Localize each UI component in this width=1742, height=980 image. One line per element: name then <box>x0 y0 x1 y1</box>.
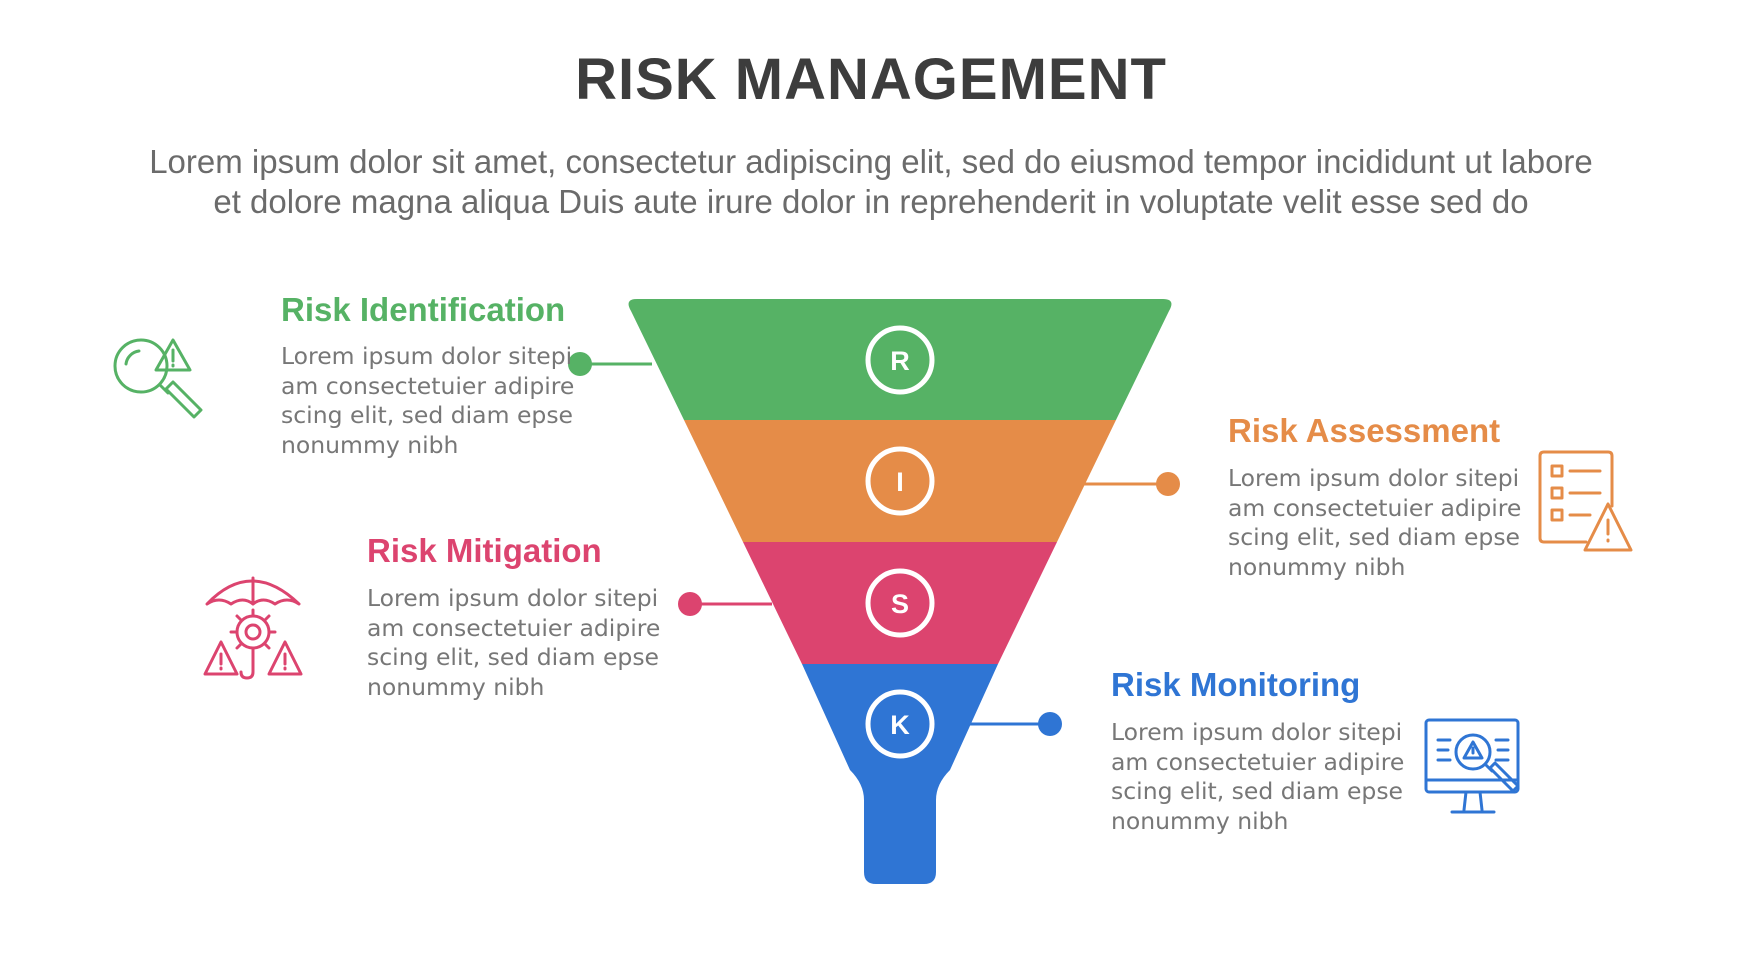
body-line: scing elit, sed diam epse <box>281 401 574 429</box>
body-line: am consectetuier adipire <box>367 613 661 642</box>
connector-r <box>568 352 652 376</box>
funnel-segment-i <box>684 420 1116 542</box>
letter-i: I <box>896 467 904 497</box>
body-line: nonummy nibh <box>281 430 459 459</box>
letter-s: S <box>891 589 909 619</box>
stage-body-mitigation: Lorem ipsum dolor sitepi am consectetuie… <box>367 584 660 702</box>
page-subtitle: Lorem ipsum dolor sit amet, consectetur … <box>60 142 1682 222</box>
body-line: Lorem ipsum dolor sitepi <box>367 584 659 612</box>
body-line: nonummy nibh <box>1228 552 1406 581</box>
umbrella-gear-warning-icon <box>203 576 303 680</box>
letter-circle-s: S <box>865 568 935 638</box>
stage-title-monitoring: Risk Monitoring <box>1111 666 1361 703</box>
connector-k <box>962 712 1062 736</box>
connector-s <box>678 592 772 616</box>
letter-circle-r: R <box>865 325 935 395</box>
stage-title-identification: Risk Identification <box>281 291 566 328</box>
funnel-segment-r <box>628 299 1172 420</box>
body-line: scing elit, sed diam epse <box>1228 523 1521 551</box>
subtitle-line: Lorem ipsum dolor sit amet, consectetur … <box>149 143 1593 180</box>
monitor-search-icon <box>1424 718 1520 814</box>
stage-title-assessment: Risk Assessment <box>1228 412 1501 449</box>
stage-body-identification: Lorem ipsum dolor sitepi am consectetuie… <box>281 342 574 460</box>
checklist-warning-icon <box>1538 450 1633 552</box>
stage-body-assessment: Lorem ipsum dolor sitepi am consectetuie… <box>1228 464 1521 582</box>
stage-title-mitigation: Risk Mitigation <box>367 532 602 569</box>
letter-circle-k: K <box>865 689 935 759</box>
letter-circle-i: I <box>865 446 935 516</box>
stage-body-monitoring: Lorem ipsum dolor sitepi am consectetuie… <box>1111 718 1404 836</box>
magnifier-warning-icon <box>113 338 203 419</box>
body-line: Lorem ipsum dolor sitepi <box>281 342 573 370</box>
body-line: am consectetuier adipire <box>281 371 575 400</box>
subtitle-line: et dolore magna aliqua Duis aute irure d… <box>213 183 1529 220</box>
body-line: scing elit, sed diam epse <box>367 643 660 671</box>
funnel-segment-s <box>743 542 1057 664</box>
body-line: am consectetuier adipire <box>1228 493 1522 522</box>
letter-r: R <box>890 346 910 376</box>
letter-k: K <box>890 710 910 740</box>
page-title: RISK MANAGEMENT <box>575 47 1167 112</box>
body-line: Lorem ipsum dolor sitepi <box>1228 464 1520 492</box>
body-line: am consectetuier adipire <box>1111 747 1405 776</box>
body-line: nonummy nibh <box>1111 806 1289 835</box>
body-line: scing elit, sed diam epse <box>1111 777 1404 805</box>
body-line: nonummy nibh <box>367 672 545 701</box>
connector-i <box>1084 472 1180 496</box>
body-line: Lorem ipsum dolor sitepi <box>1111 718 1403 746</box>
funnel-segment-k <box>802 664 998 884</box>
